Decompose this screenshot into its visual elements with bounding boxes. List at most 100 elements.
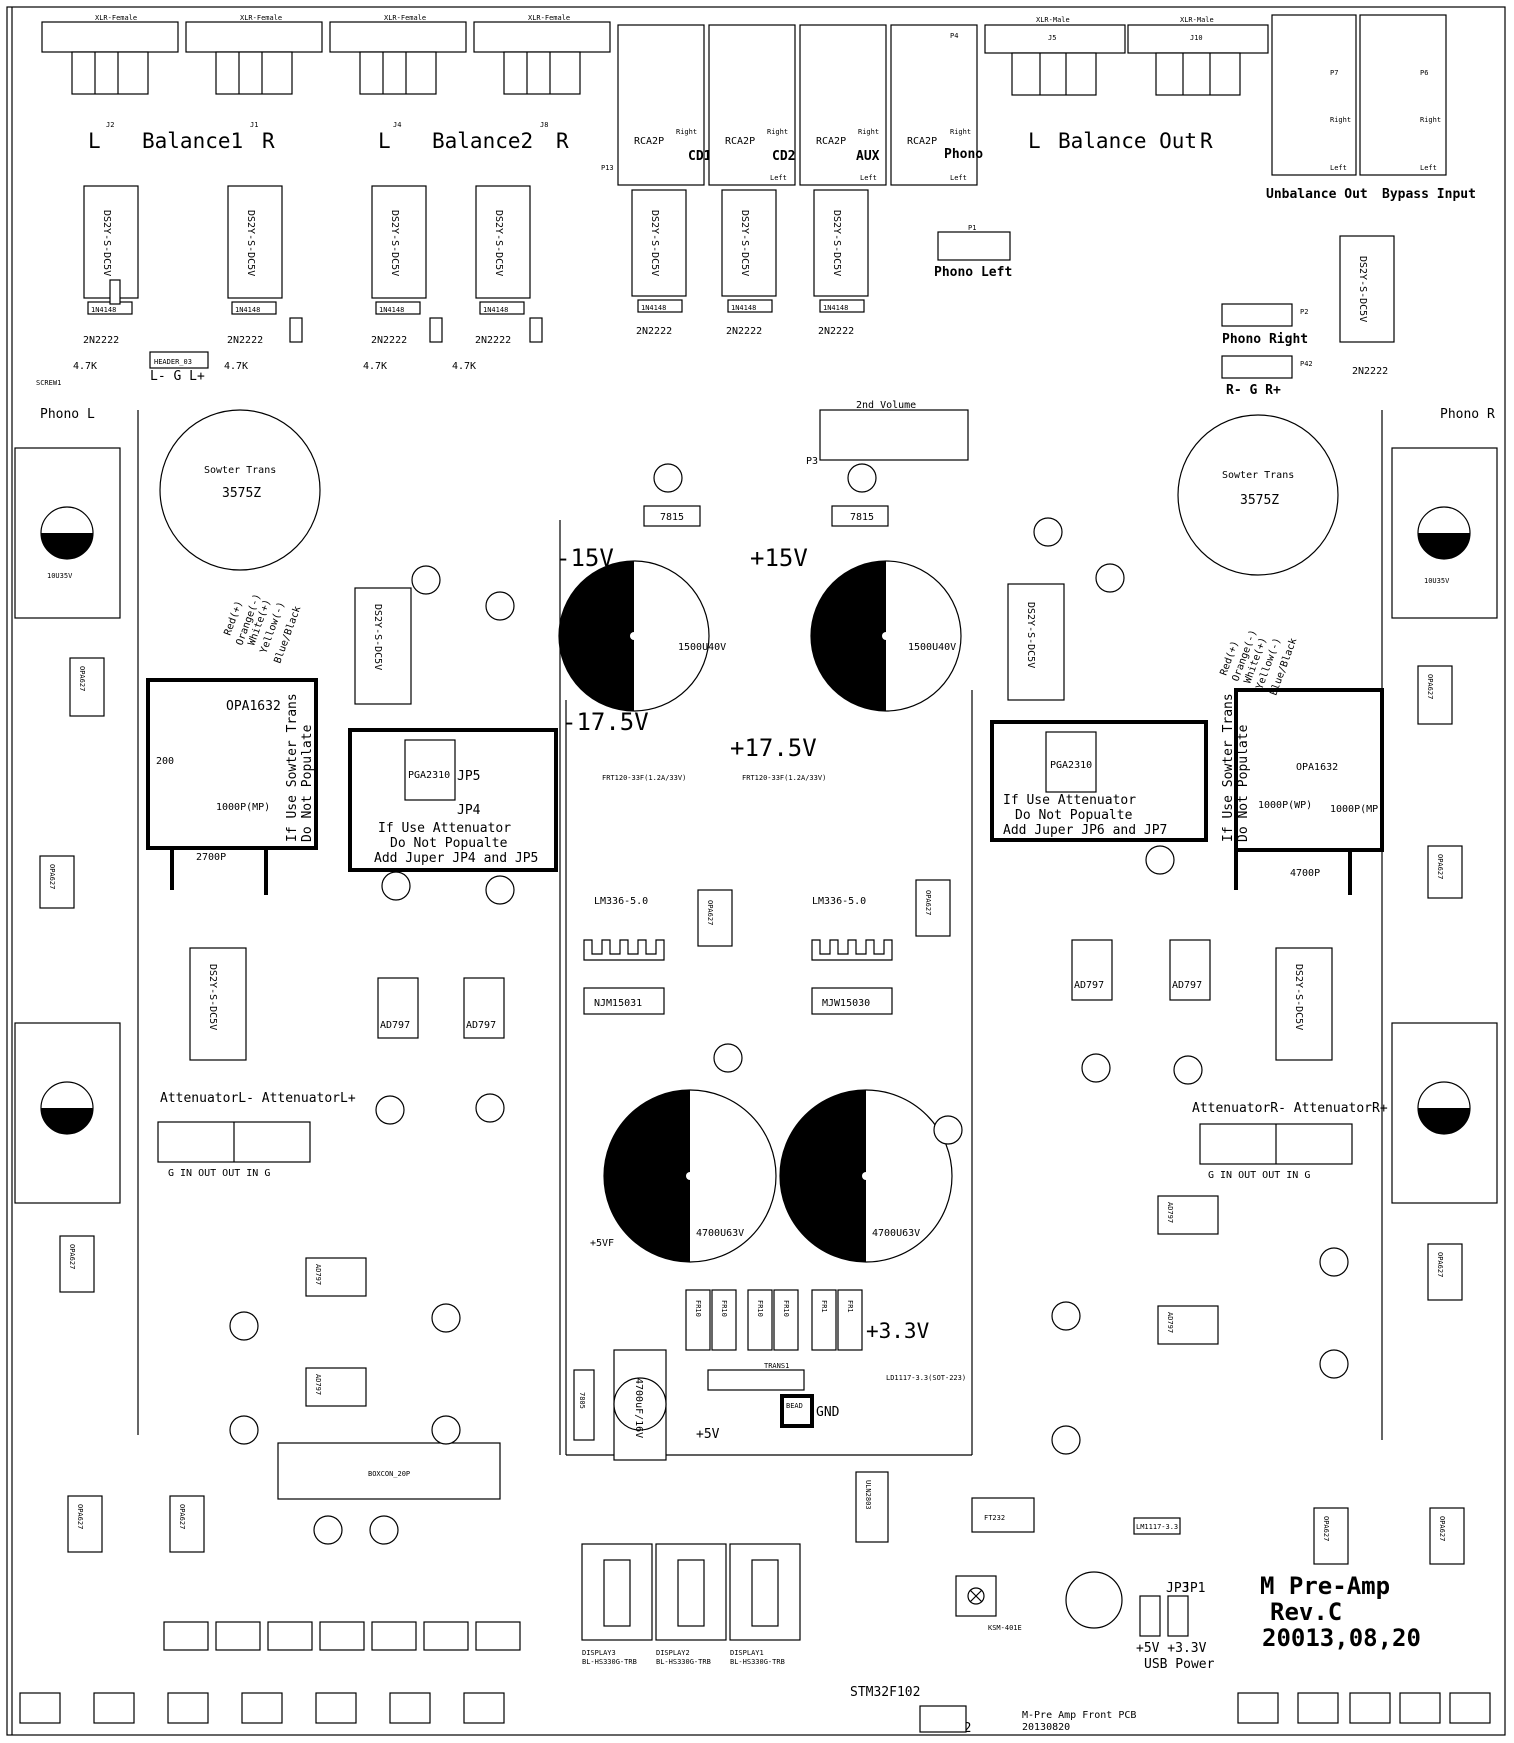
svg-text:XLR-Female: XLR-Female [384, 14, 426, 22]
plus5vf-label: +5VF [590, 1238, 614, 1249]
rca-cd1[interactable]: RCA2P Right CD1 P13 [601, 24, 712, 186]
svg-text:Sowter Trans: Sowter Trans [1222, 470, 1294, 481]
ic-ad797-u53: AD797 [1157, 1195, 1219, 1235]
attenuator-box-jp4-jp5: PGA2310 JP5 JP4 If Use Attenuator Do Not… [348, 728, 558, 872]
xlr-connector-j8[interactable]: XLR-Female J8 [473, 14, 611, 129]
ic-opa627-u38: OPA627 [67, 1495, 103, 1553]
svg-text:P42: P42 [1300, 360, 1313, 368]
rca-aux[interactable]: RCA2P Right AUX Left [799, 24, 887, 186]
svg-text:3575Z: 3575Z [222, 486, 261, 501]
heatsink-njm15031: NJM15031 [583, 939, 665, 1015]
plus5v-label: +5V [696, 1427, 720, 1442]
heatsink-mjw15030: MJW15030 [811, 939, 893, 1015]
phono-l-label: Phono L [40, 407, 95, 422]
svg-text:Left: Left [1420, 164, 1437, 172]
svg-text:3575Z: 3575Z [1240, 493, 1279, 508]
svg-text:BL-HS330G-TRB: BL-HS330G-TRB [730, 1658, 785, 1666]
svg-text:AD797: AD797 [314, 1264, 322, 1285]
bottom-button-footprints [19, 1621, 1491, 1724]
plus175v-label: +17.5V [730, 734, 817, 762]
jp1-jumper[interactable] [1167, 1595, 1189, 1637]
svg-text:RCA2P: RCA2P [725, 136, 755, 147]
jp2-jumper[interactable] [919, 1705, 967, 1733]
svg-text:1N4148: 1N4148 [483, 306, 508, 314]
board-revision: Rev.C [1270, 1598, 1342, 1626]
svg-text:If Use Attenuator: If Use Attenuator [1003, 793, 1136, 808]
svg-text:RCA2P: RCA2P [634, 136, 664, 147]
svg-text:LM1117-3.3: LM1117-3.3 [1136, 1523, 1178, 1531]
lm336-right-label: LM336-5.0 [812, 896, 866, 907]
p1-connector[interactable] [937, 231, 1011, 261]
svg-text:OPA1632: OPA1632 [1296, 762, 1338, 773]
display-1: DISPLAY1 BL-HS330G-TRB [729, 1543, 801, 1666]
svg-text:Left: Left [950, 174, 967, 182]
xlr-connector-j4[interactable]: XLR-Female J4 [329, 14, 467, 129]
p42-connector[interactable] [1221, 355, 1293, 379]
svg-text:OPA627: OPA627 [1436, 854, 1444, 879]
unbalance-out-connector[interactable]: P7 Right Left [1271, 14, 1357, 176]
svg-text:Do Not Popualte: Do Not Popualte [1015, 808, 1133, 823]
svg-text:ULN2803: ULN2803 [864, 1480, 872, 1510]
board-outline [6, 6, 1506, 1736]
plus33v-label: +3.3V [866, 1319, 930, 1343]
svg-text:1N4148: 1N4148 [379, 306, 404, 314]
svg-text:PGA2310: PGA2310 [408, 770, 450, 781]
svg-text:DS2Y-S-DC5V: DS2Y-S-DC5V [831, 210, 842, 276]
svg-text:DS2Y-S-DC5V: DS2Y-S-DC5V [493, 210, 504, 276]
attenuator-box-jp6-jp7: PGA2310 If Use Attenuator Do Not Popualt… [990, 720, 1208, 842]
cap-10u35v-right-top: 10U35V [1391, 447, 1498, 619]
display-3: DISPLAY3 BL-HS330G-TRB [581, 1543, 653, 1666]
svg-text:OPA627: OPA627 [1436, 1252, 1444, 1277]
xlr-connector-j2[interactable]: XLR-Female J2 [41, 14, 179, 129]
svg-text:DS2Y-S-DC5V: DS2Y-S-DC5V [101, 210, 112, 276]
ld1117-label: LD1117-3.3(SOT-223) [886, 1374, 966, 1382]
svg-text:J5: J5 [1048, 34, 1056, 42]
svg-text:BL-HS330G-TRB: BL-HS330G-TRB [582, 1658, 637, 1666]
jp3-jumper[interactable] [1139, 1595, 1161, 1637]
svg-text:J1: J1 [250, 121, 258, 129]
gnd-label: GND [816, 1405, 840, 1420]
relay-1 [1275, 947, 1333, 1061]
svg-text:OPA627: OPA627 [1438, 1516, 1446, 1541]
p2-connector[interactable] [1221, 303, 1293, 327]
header-03[interactable] [149, 351, 209, 369]
xlr-connector-j1[interactable]: XLR-Female J1 [185, 14, 323, 129]
svg-text:Right: Right [950, 128, 971, 136]
balance-out-label: Balance Out [1058, 129, 1197, 153]
svg-text:DISPLAY3: DISPLAY3 [582, 1649, 616, 1657]
balance2-left-label: L [378, 129, 391, 153]
rca-phono[interactable]: RCA2P Right Phono Left P4 [890, 24, 983, 186]
balance1-right-label: R [262, 129, 275, 153]
svg-text:4.7K: 4.7K [363, 361, 387, 372]
relay-row-center: DS2Y-S-DC5V DS2Y-S-DC5V DS2Y-S-DC5V 1N41… [631, 189, 869, 337]
second-volume-connector[interactable] [819, 409, 969, 461]
bypass-input-label: Bypass Input [1382, 187, 1476, 202]
svg-text:FR10: FR10 [720, 1300, 728, 1317]
svg-text:7815: 7815 [660, 512, 684, 523]
svg-text:P4: P4 [950, 32, 958, 40]
svg-text:OPA627: OPA627 [1426, 674, 1434, 699]
rca-cd2[interactable]: RCA2P Right CD2 Left [708, 24, 796, 186]
mcu-label: STM32F102 [850, 1685, 920, 1700]
xlr-connector-j5[interactable]: XLR-Male J5 [984, 16, 1126, 96]
cap-4700u-16v: 4700uF/16V [613, 1349, 667, 1461]
ic-opa627-u31: OPA627 [39, 855, 75, 909]
svg-text:If Use Sowter TransDo Not Popu: If Use Sowter TransDo Not Populate [1221, 693, 1251, 842]
bypass-input-connector[interactable]: P6 Right Left [1359, 14, 1447, 176]
xlr-connector-j10[interactable]: XLR-Male J10 [1127, 16, 1269, 96]
svg-text:DISPLAY1: DISPLAY1 [730, 1649, 764, 1657]
svg-text:1N4148: 1N4148 [823, 304, 848, 312]
display-2: DISPLAY2 BL-HS330G-TRB [655, 1543, 727, 1666]
regulator-7915 [643, 505, 701, 527]
ic-opa627-u21: OPA627 [69, 657, 105, 717]
cap-10u35v-right-bottom: 10U35V [1391, 1022, 1498, 1204]
plus15v-label: +15V [750, 544, 808, 572]
svg-text:2N2222: 2N2222 [726, 326, 762, 337]
svg-text:2N2222: 2N2222 [227, 335, 263, 346]
svg-text:XLR-Male: XLR-Male [1036, 16, 1070, 24]
boxcon-20p[interactable] [277, 1442, 501, 1500]
svg-text:200: 200 [156, 756, 174, 767]
attenuator-box-left: OPA1632 If Use Sowter TransDo Not Popula… [146, 678, 318, 895]
encoder[interactable] [1065, 1571, 1123, 1629]
cap-10u35v-left-bottom: 10U35V [14, 1022, 121, 1204]
